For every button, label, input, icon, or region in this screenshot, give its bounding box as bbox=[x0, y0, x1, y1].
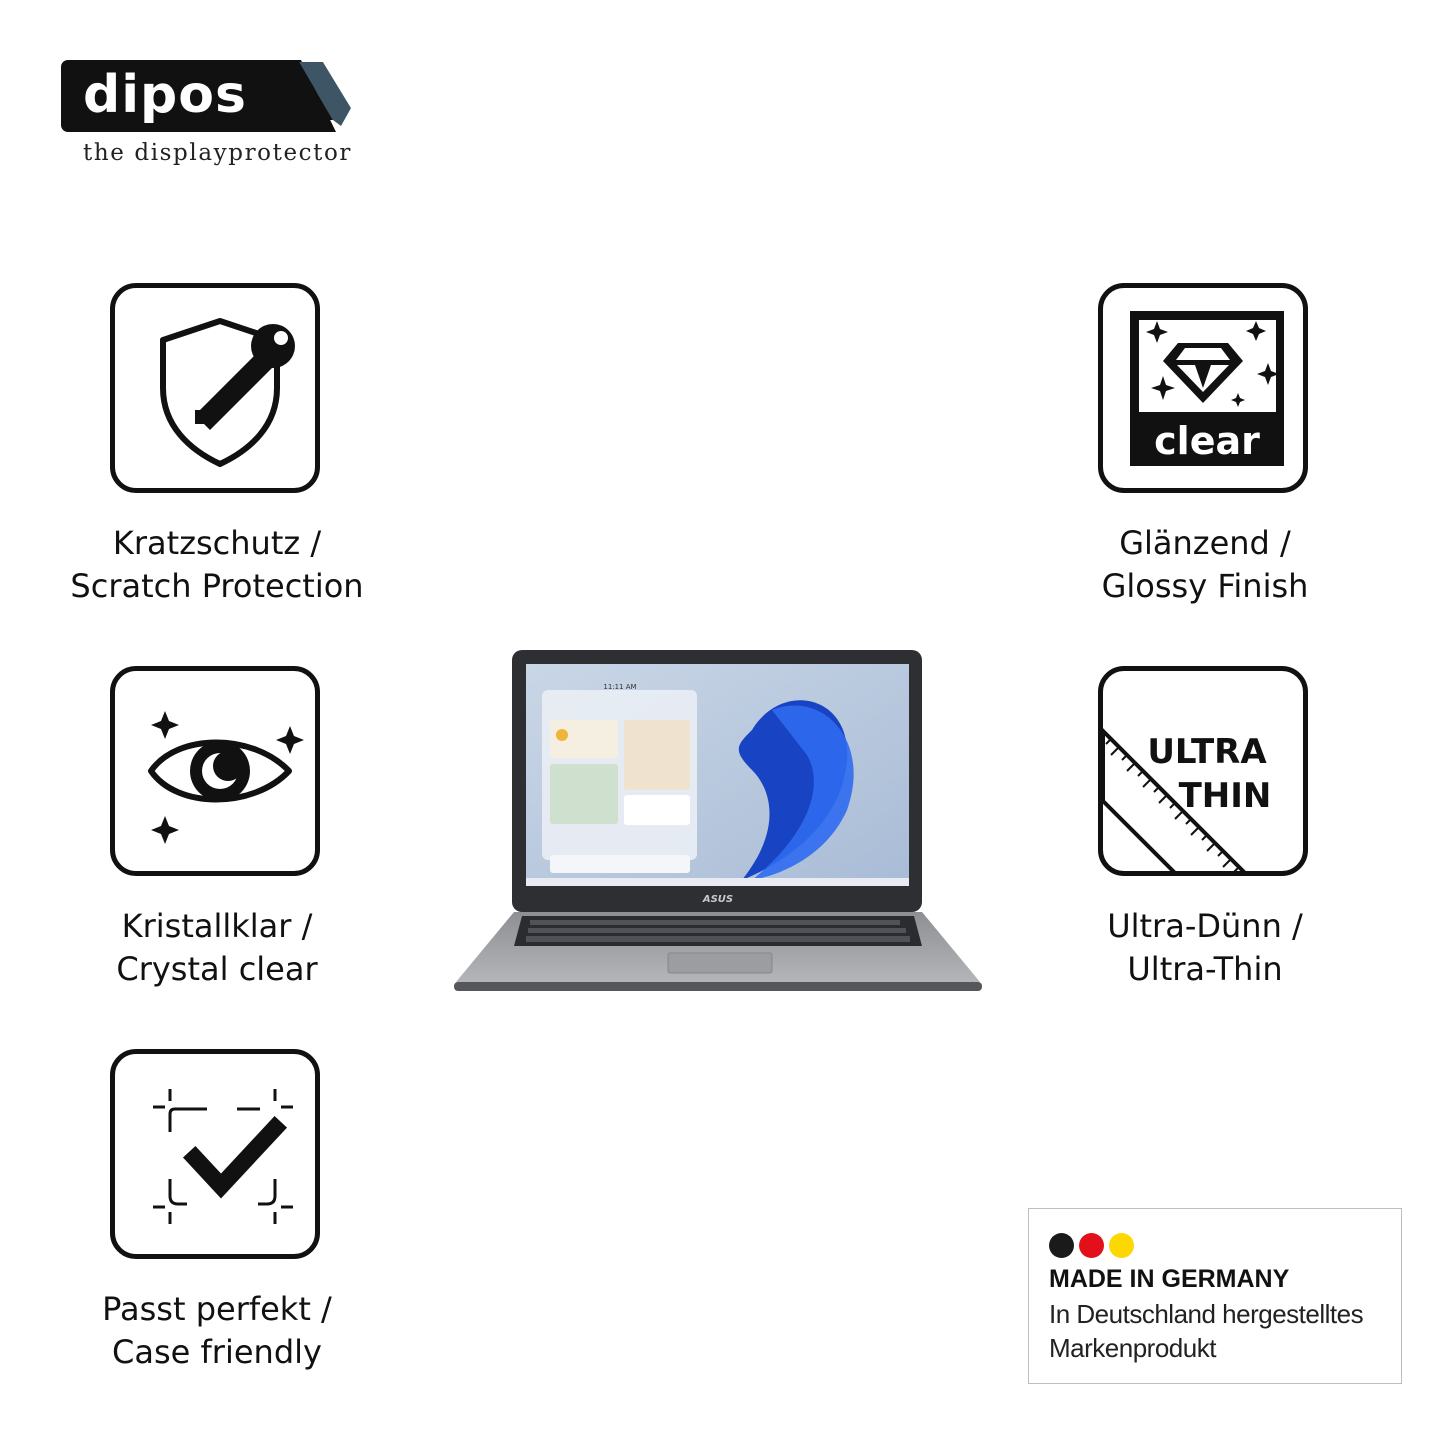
feature-case-line1: Passt perfekt / bbox=[102, 1290, 332, 1328]
logo-wordmark: dipos bbox=[83, 65, 247, 125]
badge-title: MADE IN GERMANY bbox=[1049, 1265, 1290, 1293]
badge-line-2: Markenprodukt bbox=[1049, 1333, 1216, 1363]
feature-glossy-caption: Glänzend / Glossy Finish bbox=[1015, 522, 1395, 608]
ruler-ultra-thin-icon: ULTRA THIN bbox=[1098, 666, 1308, 876]
screen-clock: 11:11 AM bbox=[603, 683, 636, 691]
frame-checkmark-icon bbox=[110, 1049, 320, 1259]
diamond-clear-icon: clear bbox=[1098, 283, 1308, 493]
logo-page-curl-icon bbox=[299, 60, 353, 132]
feature-crystal-line1: Kristallklar / bbox=[121, 907, 313, 945]
feature-scratch-caption: Kratzschutz / Scratch Protection bbox=[27, 522, 407, 608]
feature-thin-caption: Ultra-Dünn / Ultra-Thin bbox=[1015, 905, 1395, 991]
feature-scratch-line1: Kratzschutz / bbox=[112, 524, 322, 562]
made-in-germany-badge: MADE IN GERMANY In Deutschland hergestel… bbox=[1028, 1208, 1402, 1384]
flag-dot-gold bbox=[1109, 1233, 1134, 1258]
feature-thin-line1: Ultra-Dünn / bbox=[1107, 907, 1303, 945]
thin-icon-label: THIN bbox=[1179, 776, 1272, 816]
clear-icon-label: clear bbox=[1154, 419, 1260, 463]
ultra-icon-label: ULTRA bbox=[1147, 732, 1267, 772]
shield-key-icon bbox=[110, 283, 320, 493]
laptop-brand: ASUS bbox=[702, 894, 733, 905]
logo-tagline: the displayprotector bbox=[83, 140, 353, 166]
laptop-image: 11:11 AM ASUS bbox=[454, 650, 982, 991]
feature-glossy-line1: Glänzend / bbox=[1119, 524, 1291, 562]
eye-sparkle-icon bbox=[110, 666, 320, 876]
badge-line-1: In Deutschland hergestelltes bbox=[1049, 1299, 1364, 1329]
feature-case-caption: Passt perfekt / Case friendly bbox=[27, 1288, 407, 1374]
flag-dot-black bbox=[1049, 1233, 1074, 1258]
feature-crystal-caption: Kristallklar / Crystal clear bbox=[27, 905, 407, 991]
feature-crystal-line2: Crystal clear bbox=[116, 950, 318, 988]
brand-logo: dipos bbox=[61, 60, 353, 134]
flag-dot-red bbox=[1079, 1233, 1104, 1258]
feature-glossy-line2: Glossy Finish bbox=[1101, 567, 1309, 605]
feature-case-line2: Case friendly bbox=[112, 1333, 322, 1371]
feature-scratch-line2: Scratch Protection bbox=[70, 567, 364, 605]
feature-thin-line2: Ultra-Thin bbox=[1127, 950, 1283, 988]
